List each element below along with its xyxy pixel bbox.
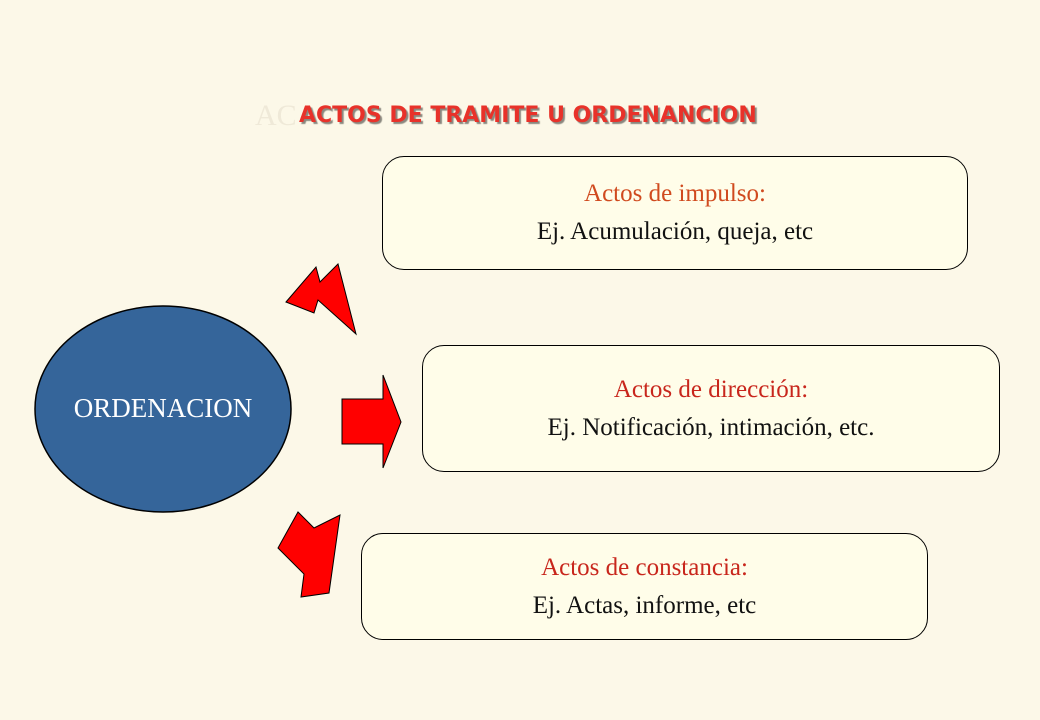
title-ghost-text: AC: [255, 99, 297, 132]
actos-constancia-box: Actos de constancia: Ej. Actas, informe,…: [361, 533, 928, 640]
arrow-down-right-icon: [277, 511, 341, 598]
arrow-up-right-icon: [285, 263, 357, 336]
box-text: Ej. Notificación, intimación, etc.: [547, 413, 875, 441]
box-title: Actos de constancia:: [541, 553, 748, 581]
box-text: Ej. Actas, informe, etc: [532, 591, 757, 619]
ordenacion-ellipse: [34, 305, 292, 513]
arrow-right-icon: [341, 374, 402, 469]
box-text: Ej. Acumulación, queja, etc: [536, 218, 814, 245]
ordenacion-label: ORDENACION: [73, 393, 253, 423]
actos-impulso-box: Actos de impulso: Ej. Acumulación, queja…: [382, 156, 968, 270]
actos-direccion-box: Actos de dirección: Ej. Notificación, in…: [422, 345, 1000, 472]
title-main-text: ACTOS DE TRAMITE U ORDENANCION: [299, 103, 757, 128]
box-title: Actos de impulso:: [584, 180, 766, 207]
box-title: Actos de dirección:: [613, 375, 809, 403]
